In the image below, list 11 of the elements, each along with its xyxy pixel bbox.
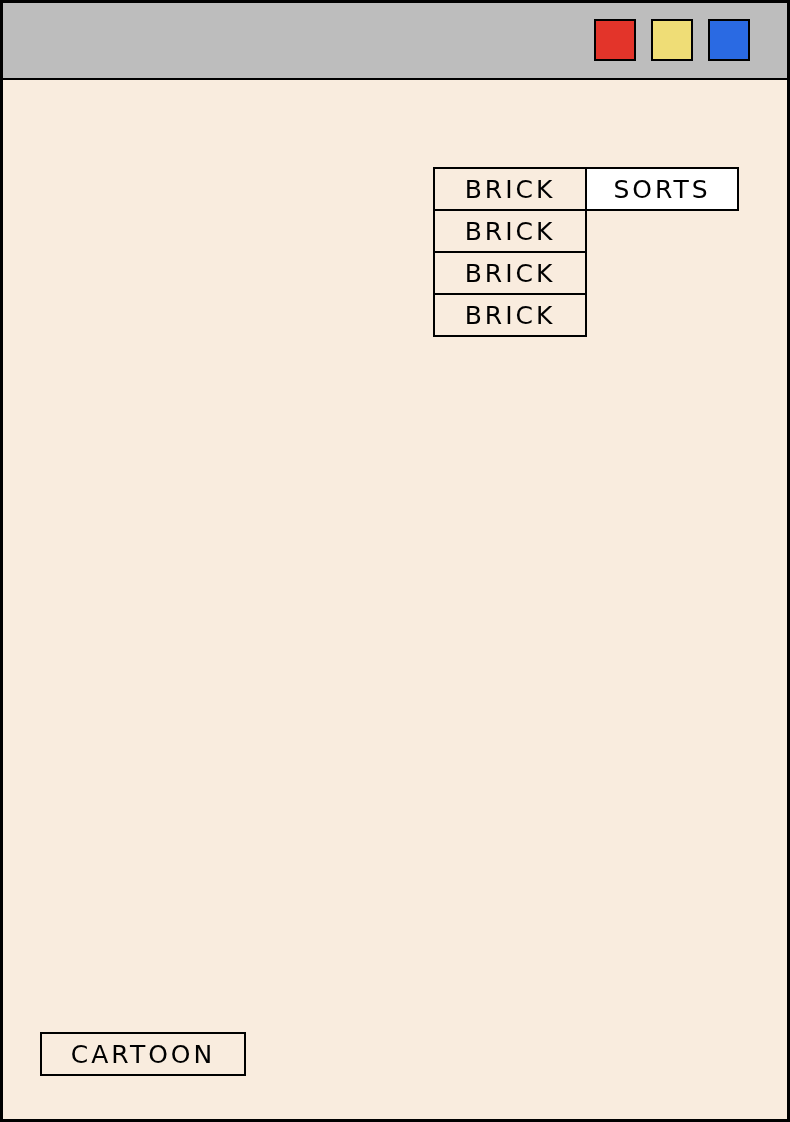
label-box: [433, 209, 587, 253]
label-text: BRICK: [464, 302, 556, 328]
label-text: BRICK: [464, 176, 556, 202]
label-text: SORTS: [613, 176, 711, 202]
label-text: CARTOON: [70, 1041, 216, 1067]
label-box: [433, 293, 587, 337]
label-box: [585, 167, 739, 211]
label-box: [433, 251, 587, 295]
label-text: BRICK: [464, 218, 556, 244]
label-text: BRICK: [464, 260, 556, 286]
label-box: [40, 1032, 246, 1076]
